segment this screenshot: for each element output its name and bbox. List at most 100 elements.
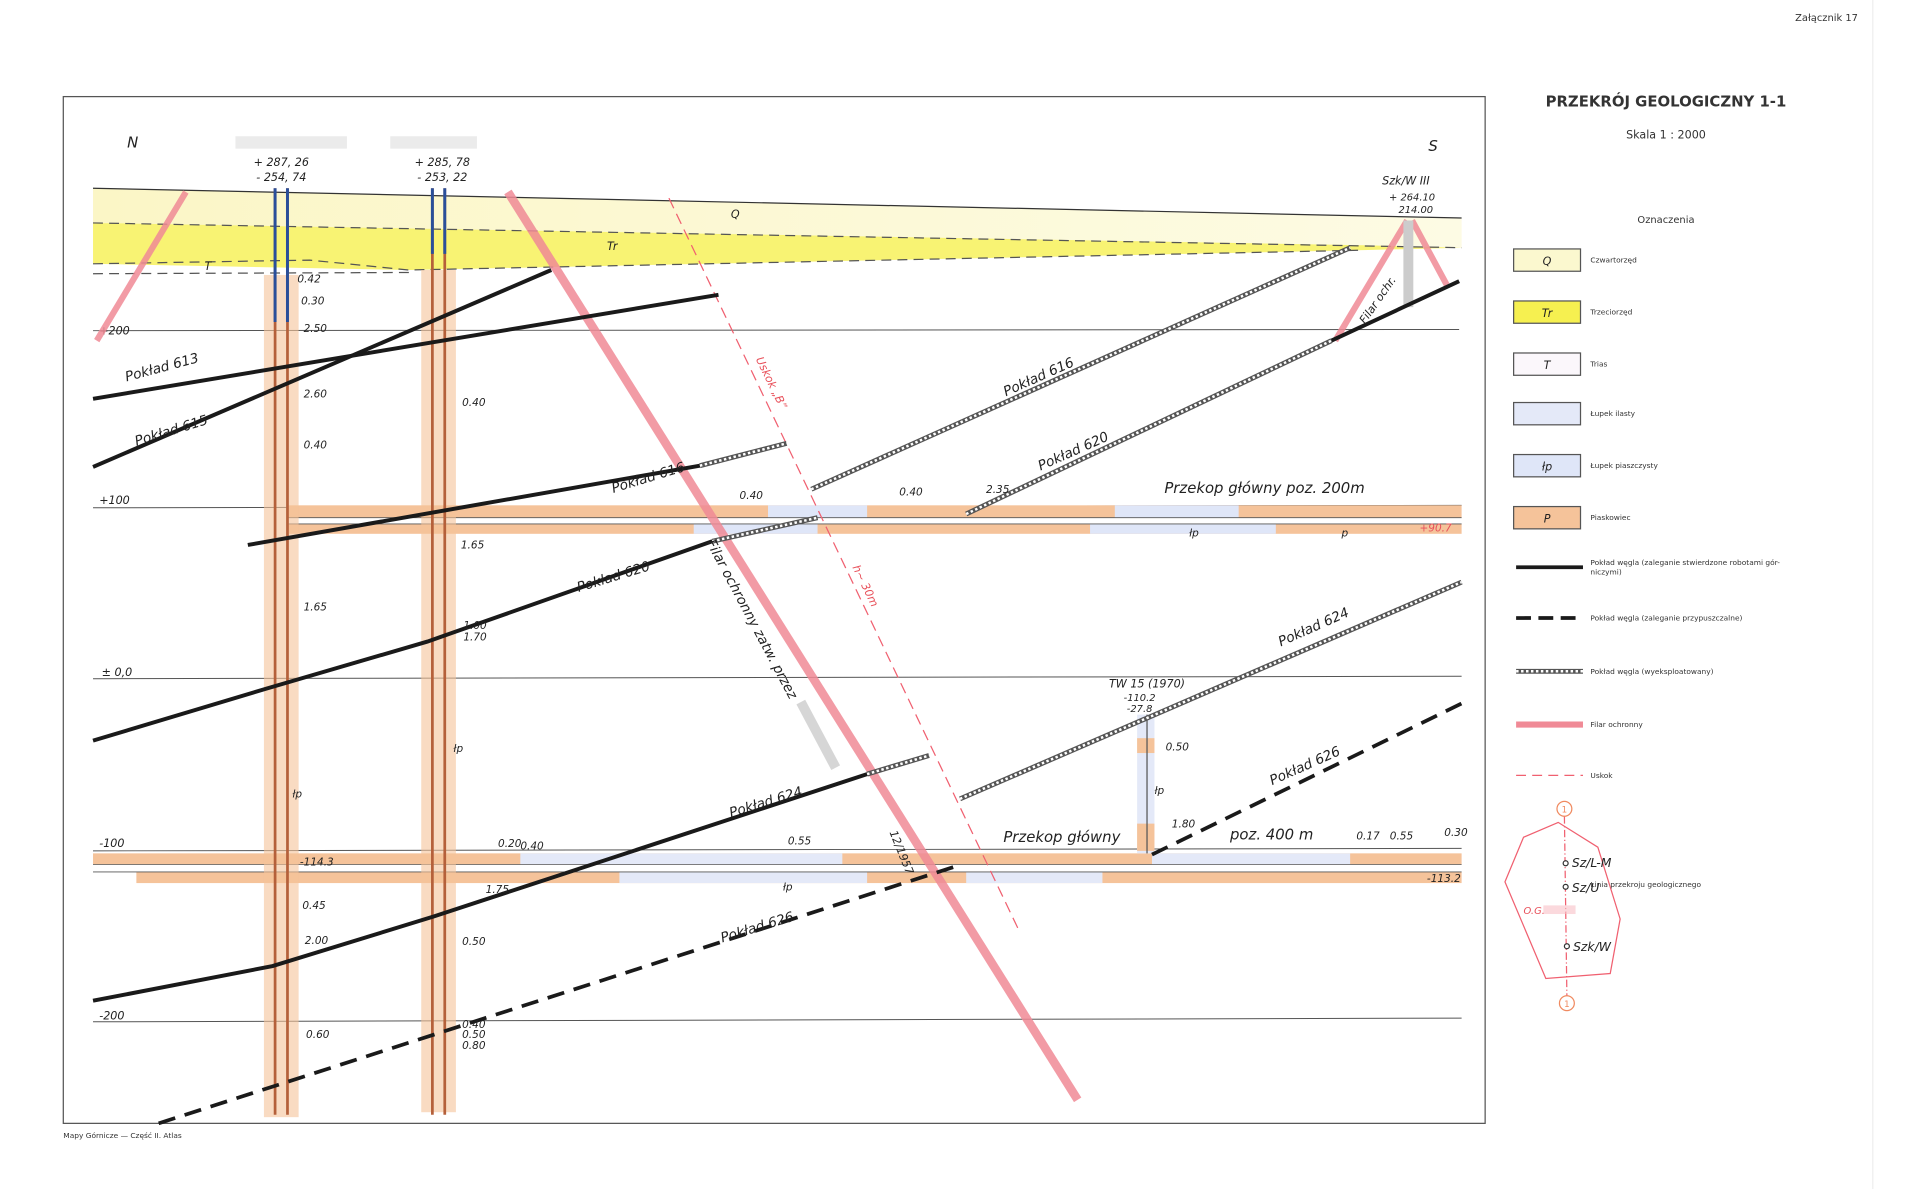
gallery-label-400-level: poz. 400 m	[1229, 826, 1313, 844]
legend-label: Pokład węgla (zaleganie przypuszczalne)	[1590, 614, 1742, 623]
south-label: S	[1428, 137, 1437, 155]
trias-boundary	[93, 271, 409, 275]
legend-item-clay-shale: Łupek ilasty	[1513, 401, 1636, 426]
legend-item-seam-presumed: Pokład węgla (zaleganie przypuszczalne)	[1516, 614, 1743, 623]
value-label: 0.80	[462, 1040, 486, 1052]
legend-item-sandstone: P Piaskowiec	[1513, 505, 1631, 530]
mining-area-outline	[1504, 821, 1621, 980]
level-label: +100	[99, 494, 130, 507]
legend-item-trias: T Trias	[1513, 352, 1608, 376]
redacted-shaft-name	[390, 136, 477, 149]
redacted-shaft-name	[235, 136, 347, 149]
szkw-elev-top: + 264.10	[1389, 193, 1435, 204]
scale-label: Skala 1 : 2000	[1626, 129, 1706, 142]
gallery-level-400	[93, 853, 1462, 884]
legend-label: Uskok	[1590, 771, 1613, 780]
legend-label: Pokład węgla (wyeksploatowany)	[1590, 667, 1713, 676]
value-label: -114.3	[300, 857, 334, 869]
footer-text: Mapy Górnicze — Część II. Atlas	[63, 1131, 182, 1140]
borehole-name: TW 15 (1970)	[1109, 677, 1185, 690]
value-label: -113.2	[1427, 873, 1461, 885]
value-label: +90.7	[1419, 522, 1452, 534]
legend-item-seam-exploited: Pokład węgla (wyeksploatowany)	[1516, 667, 1714, 676]
legend-label: niczymi)	[1590, 568, 1621, 577]
protective-pillar-left	[94, 190, 189, 343]
value-label: 0.60	[306, 1029, 330, 1041]
north-label: N	[127, 133, 138, 151]
value-label: 1.65	[304, 602, 328, 614]
section-line-symbol	[1563, 816, 1568, 996]
legend-label: Piaskowiec	[1590, 513, 1630, 522]
point-label: Szk/W	[1573, 940, 1612, 954]
coal-seams-presumed	[158, 701, 1463, 1126]
value-label: 0.45	[302, 900, 326, 912]
tr-t-boundary	[93, 249, 1363, 271]
value-label: łp	[1189, 527, 1199, 539]
stratum-label-q: Q	[731, 208, 740, 221]
legend-symbol: łp	[1542, 461, 1552, 474]
legend-label: Linia przekroju geologicznego	[1590, 880, 1701, 889]
legend-symbol: Q	[1543, 255, 1552, 268]
legend-item-tertiary: Tr Trzeciorzęd	[1513, 300, 1633, 324]
legend-label: Filar ochronny	[1590, 720, 1643, 729]
value-label: 0.42	[297, 273, 321, 285]
value-label: p	[1340, 527, 1348, 539]
legend-label: Łupek ilasty	[1589, 409, 1635, 418]
value-label: 1.80	[1172, 818, 1196, 830]
borehole-v1: -110.2	[1124, 693, 1156, 704]
level-label: -200	[99, 1009, 124, 1022]
legend-title: Oznaczenia	[1637, 215, 1694, 226]
value-label: 0.17	[1356, 831, 1380, 843]
shaft-1-elev-top: + 287, 26	[254, 156, 309, 169]
area-label: O.G.	[1524, 906, 1545, 917]
value-label: 0.55	[788, 836, 812, 848]
redacted-authority	[796, 699, 841, 771]
value-label: 0.40	[304, 439, 328, 451]
borehole-sandstone	[1137, 738, 1155, 754]
value-label: łp	[783, 882, 793, 894]
value-label: 1.65	[461, 540, 485, 552]
legend-item-seam-proven: Pokład węgla (zaleganie stwierdzone robo…	[1516, 558, 1780, 577]
shaft-2-elev-bottom: - 253, 22	[417, 171, 467, 184]
surface-line	[93, 187, 1462, 219]
value-label: 1.00	[463, 620, 487, 632]
shaft-2	[421, 188, 456, 1115]
legend-symbol: P	[1544, 513, 1551, 526]
szkw-name: Szk/W III	[1382, 175, 1429, 188]
stratum-label-t: T	[204, 260, 212, 273]
value-label: 0.30	[301, 296, 325, 308]
legend-label: Łupek piaszczysty	[1589, 461, 1658, 470]
section-end-label: 1	[1564, 1000, 1570, 1010]
point-label: Sz/L-M	[1572, 856, 1612, 870]
value-label: 0.50	[1166, 742, 1190, 754]
protective-pillar-shaft	[1409, 218, 1450, 287]
value-label: łp	[292, 789, 302, 801]
value-label: 0.40	[462, 1019, 486, 1031]
section-end-marker	[1556, 800, 1573, 817]
section-drawing: +200 +100 ± 0,0 -100 -200	[92, 133, 1468, 1126]
redacted-area-name	[1543, 905, 1576, 915]
legend-item-fault: Uskok	[1516, 771, 1613, 780]
gallery-label-200: Przekop główny poz. 200m	[1164, 479, 1364, 497]
section-end-label: 1	[1562, 805, 1568, 815]
value-label: 0.30	[1444, 827, 1468, 839]
legend-item-pillar: Filar ochronny	[1516, 720, 1643, 729]
legend-item-section-line: 1 1 Sz/L-M Sz/U Szk/W O.G. Linia przekro…	[1504, 800, 1702, 1012]
section-end-marker	[1558, 995, 1575, 1012]
shaft-szkw	[1403, 220, 1414, 308]
coal-seams-proven	[92, 268, 1460, 1003]
legend-label: Trzeciorzęd	[1589, 308, 1632, 317]
value-label: 0.55	[1390, 831, 1414, 843]
borehole-v2: -27.8	[1127, 704, 1153, 715]
legend-label: Czwartorzęd	[1590, 256, 1637, 265]
legend-item-quaternary: Q Czwartorzęd	[1513, 248, 1637, 272]
value-label: 1.75	[486, 884, 510, 896]
legend-label: Trias	[1589, 360, 1607, 369]
value-label: 2.00	[305, 935, 329, 947]
value-label: 0.40	[740, 490, 764, 502]
value-label: 2.60	[304, 389, 328, 401]
value-label: 0.40	[520, 841, 544, 853]
level-label: -100	[99, 837, 124, 850]
value-label: 2.35	[986, 484, 1010, 496]
q-tr-boundary	[93, 222, 1462, 249]
